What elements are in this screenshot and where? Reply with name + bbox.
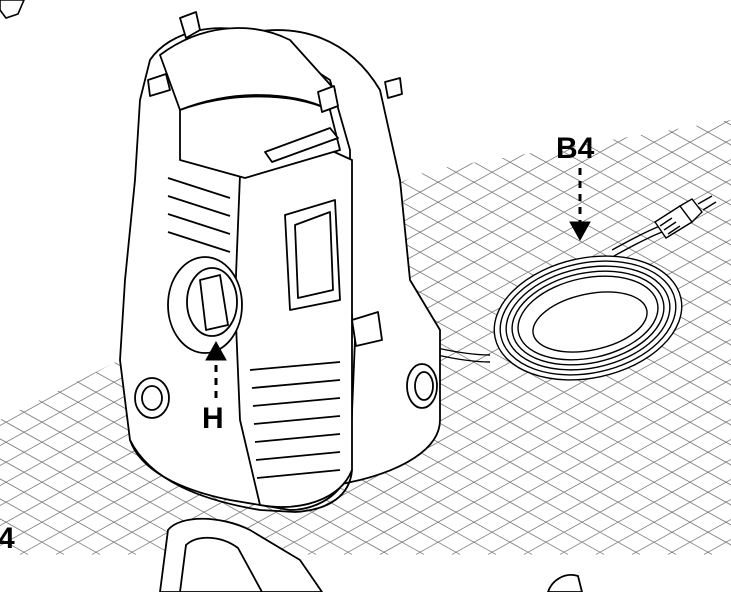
callout-edge: 4 bbox=[0, 522, 15, 555]
power-plug-icon bbox=[654, 195, 717, 239]
arrow-to-cord bbox=[569, 168, 591, 242]
lance-holder bbox=[159, 517, 583, 592]
power-cord-coil bbox=[371, 225, 683, 381]
pressure-washer-body bbox=[119, 11, 441, 513]
callout-h: H bbox=[202, 402, 224, 435]
corner-fragment bbox=[0, 0, 25, 19]
callout-b4: B4 bbox=[556, 132, 595, 165]
arrow-to-handle-port bbox=[205, 340, 227, 398]
